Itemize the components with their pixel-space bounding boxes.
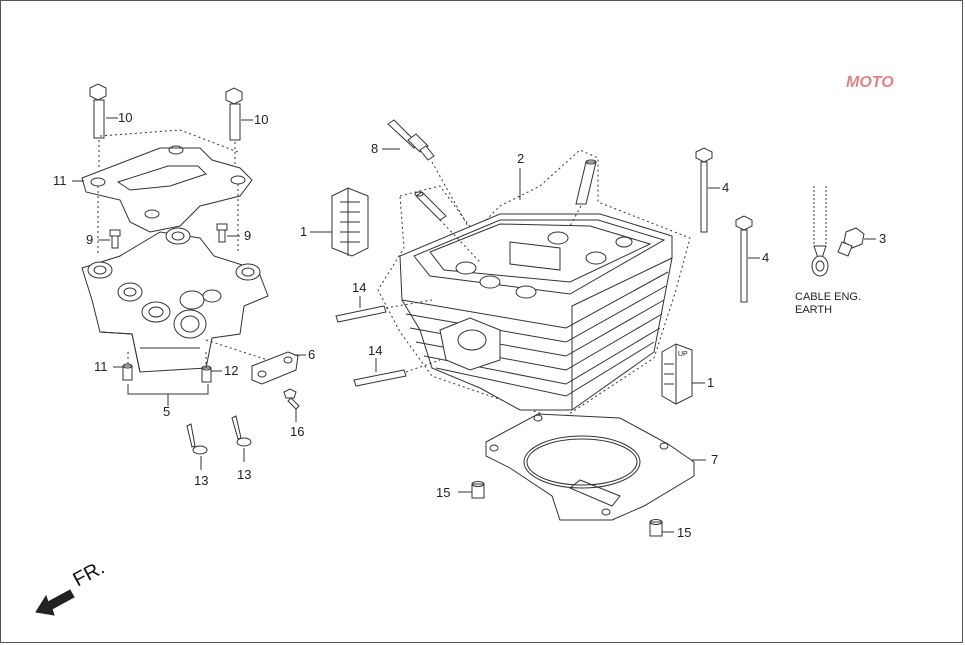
callout-4-lower: 4 — [762, 250, 770, 265]
valve-guide-top-right — [575, 159, 597, 205]
bolt-11-right — [225, 87, 243, 141]
valve-14-left — [186, 423, 208, 455]
callout-2: 2 — [517, 151, 525, 166]
cable-label-line2: EARTH — [795, 304, 833, 316]
callout-1-left: 1 — [300, 224, 308, 239]
bolt-9-left — [109, 229, 121, 249]
callout-16: 16 — [290, 424, 305, 439]
bolt-4-upper — [695, 147, 713, 233]
callout-13-right: 12 — [224, 363, 239, 378]
callout-5: 5 — [163, 404, 171, 419]
front-direction-arrow — [35, 589, 75, 616]
callout-11-left: 10 — [118, 110, 133, 125]
callout-10-lower: 14 — [368, 343, 383, 358]
bolt-16 — [283, 388, 300, 410]
bolt-4-lower — [735, 215, 753, 303]
cylinder-head-2 — [399, 213, 673, 411]
callout-15-left: 15 — [436, 485, 451, 500]
gauge-up-marking: UP — [678, 351, 688, 358]
callout-9-left: 9 — [86, 232, 94, 247]
earth-cable — [811, 186, 829, 277]
stud-bolt-10-upper — [335, 305, 387, 323]
callout-6: 6 — [308, 347, 316, 362]
callout-12: 11 — [53, 173, 67, 188]
bracket-6 — [251, 351, 299, 385]
stud-bolt-10-lower — [353, 369, 407, 387]
callout-1-right: 1 — [707, 375, 715, 390]
bolt-3 — [837, 227, 865, 257]
callout-14-right: 13 — [237, 467, 252, 482]
callout-7: 7 — [711, 452, 719, 467]
watermark-logo: MOTO — [846, 74, 894, 91]
cable-label-line1: CABLE ENG. — [795, 291, 862, 303]
camshaft-holder-plate-12 — [81, 145, 253, 233]
callout-14-left: 13 — [194, 473, 209, 488]
callout-8: 8 — [371, 141, 379, 156]
callout-13-left: 11 — [94, 359, 108, 374]
dowel-13-right — [201, 365, 212, 383]
callout-11-right: 10 — [254, 112, 269, 127]
callout-4-upper: 4 — [722, 180, 730, 195]
dowel-13-left — [122, 363, 133, 381]
bolt-9-right — [216, 223, 228, 243]
callout-3: 3 — [879, 231, 887, 246]
callout-9-right: 9 — [244, 228, 252, 243]
cam-gauge-1-right — [661, 343, 693, 405]
dowel-15-left — [471, 481, 485, 499]
head-gasket-7 — [485, 413, 695, 521]
bolt-11-left — [89, 83, 107, 139]
spark-plug-8 — [387, 119, 435, 161]
cam-gauge-1-left — [331, 187, 369, 257]
callout-10-upper: 14 — [352, 280, 367, 295]
camshaft-holder-5 — [81, 227, 269, 373]
valve-guide-top-left — [414, 191, 447, 221]
valve-14-right — [231, 415, 252, 447]
dowel-15-right — [649, 519, 663, 537]
callout-15-right: 15 — [677, 525, 692, 540]
